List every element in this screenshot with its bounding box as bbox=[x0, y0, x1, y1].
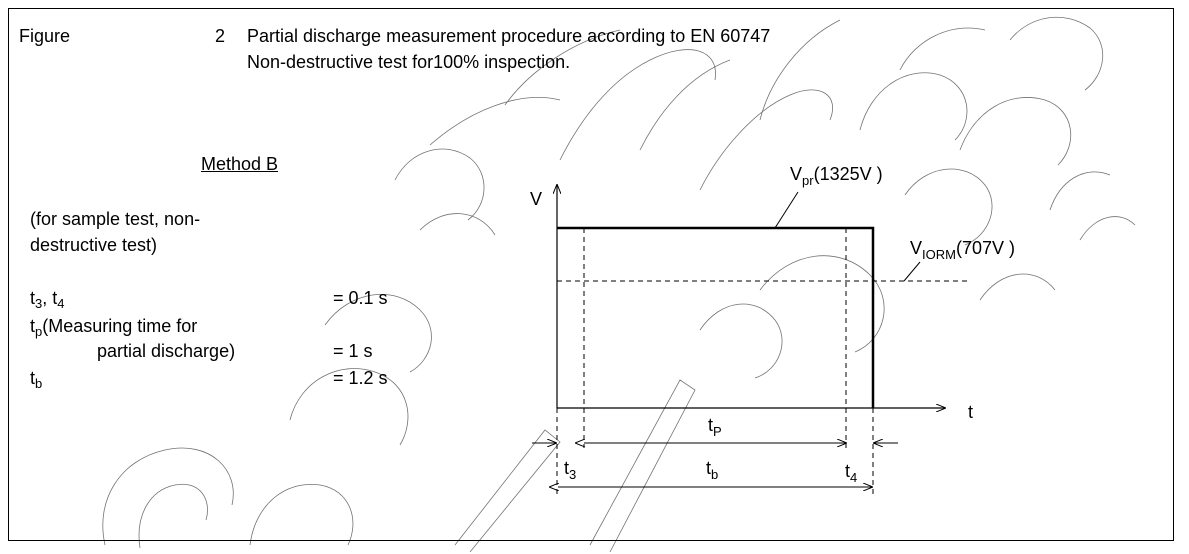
method-name: Method B bbox=[201, 154, 279, 174]
viorm-leader bbox=[903, 261, 921, 282]
tp-label: tP bbox=[708, 415, 722, 439]
figure-title-line2: Non-destructive test for100% inspection. bbox=[247, 52, 571, 72]
t3-label: t3 bbox=[564, 458, 576, 482]
figure-label: Figure bbox=[19, 26, 71, 46]
param-tp-desc-line2: partial discharge) bbox=[97, 341, 236, 361]
vpr-leader bbox=[774, 191, 799, 229]
param-tp-label: tp(Measuring time for bbox=[30, 316, 198, 339]
tb-label: tb bbox=[706, 458, 718, 482]
param-tb-label: tb bbox=[30, 368, 43, 391]
t4-label: t4 bbox=[845, 461, 857, 485]
method-description-line2: destructive test) bbox=[30, 235, 158, 255]
voltage-waveform bbox=[557, 226, 875, 408]
param-t3-t4-label: t3, t4 bbox=[30, 288, 65, 311]
figure-number: 2 bbox=[215, 26, 226, 46]
y-axis-label: V bbox=[530, 189, 542, 209]
vpr-label: Vpr(1325V ) bbox=[790, 164, 883, 188]
x-axis-label: t bbox=[968, 402, 973, 422]
viorm-label: VIORM(707V ) bbox=[910, 238, 1015, 262]
method-description-line1: (for sample test, non- bbox=[30, 209, 201, 229]
